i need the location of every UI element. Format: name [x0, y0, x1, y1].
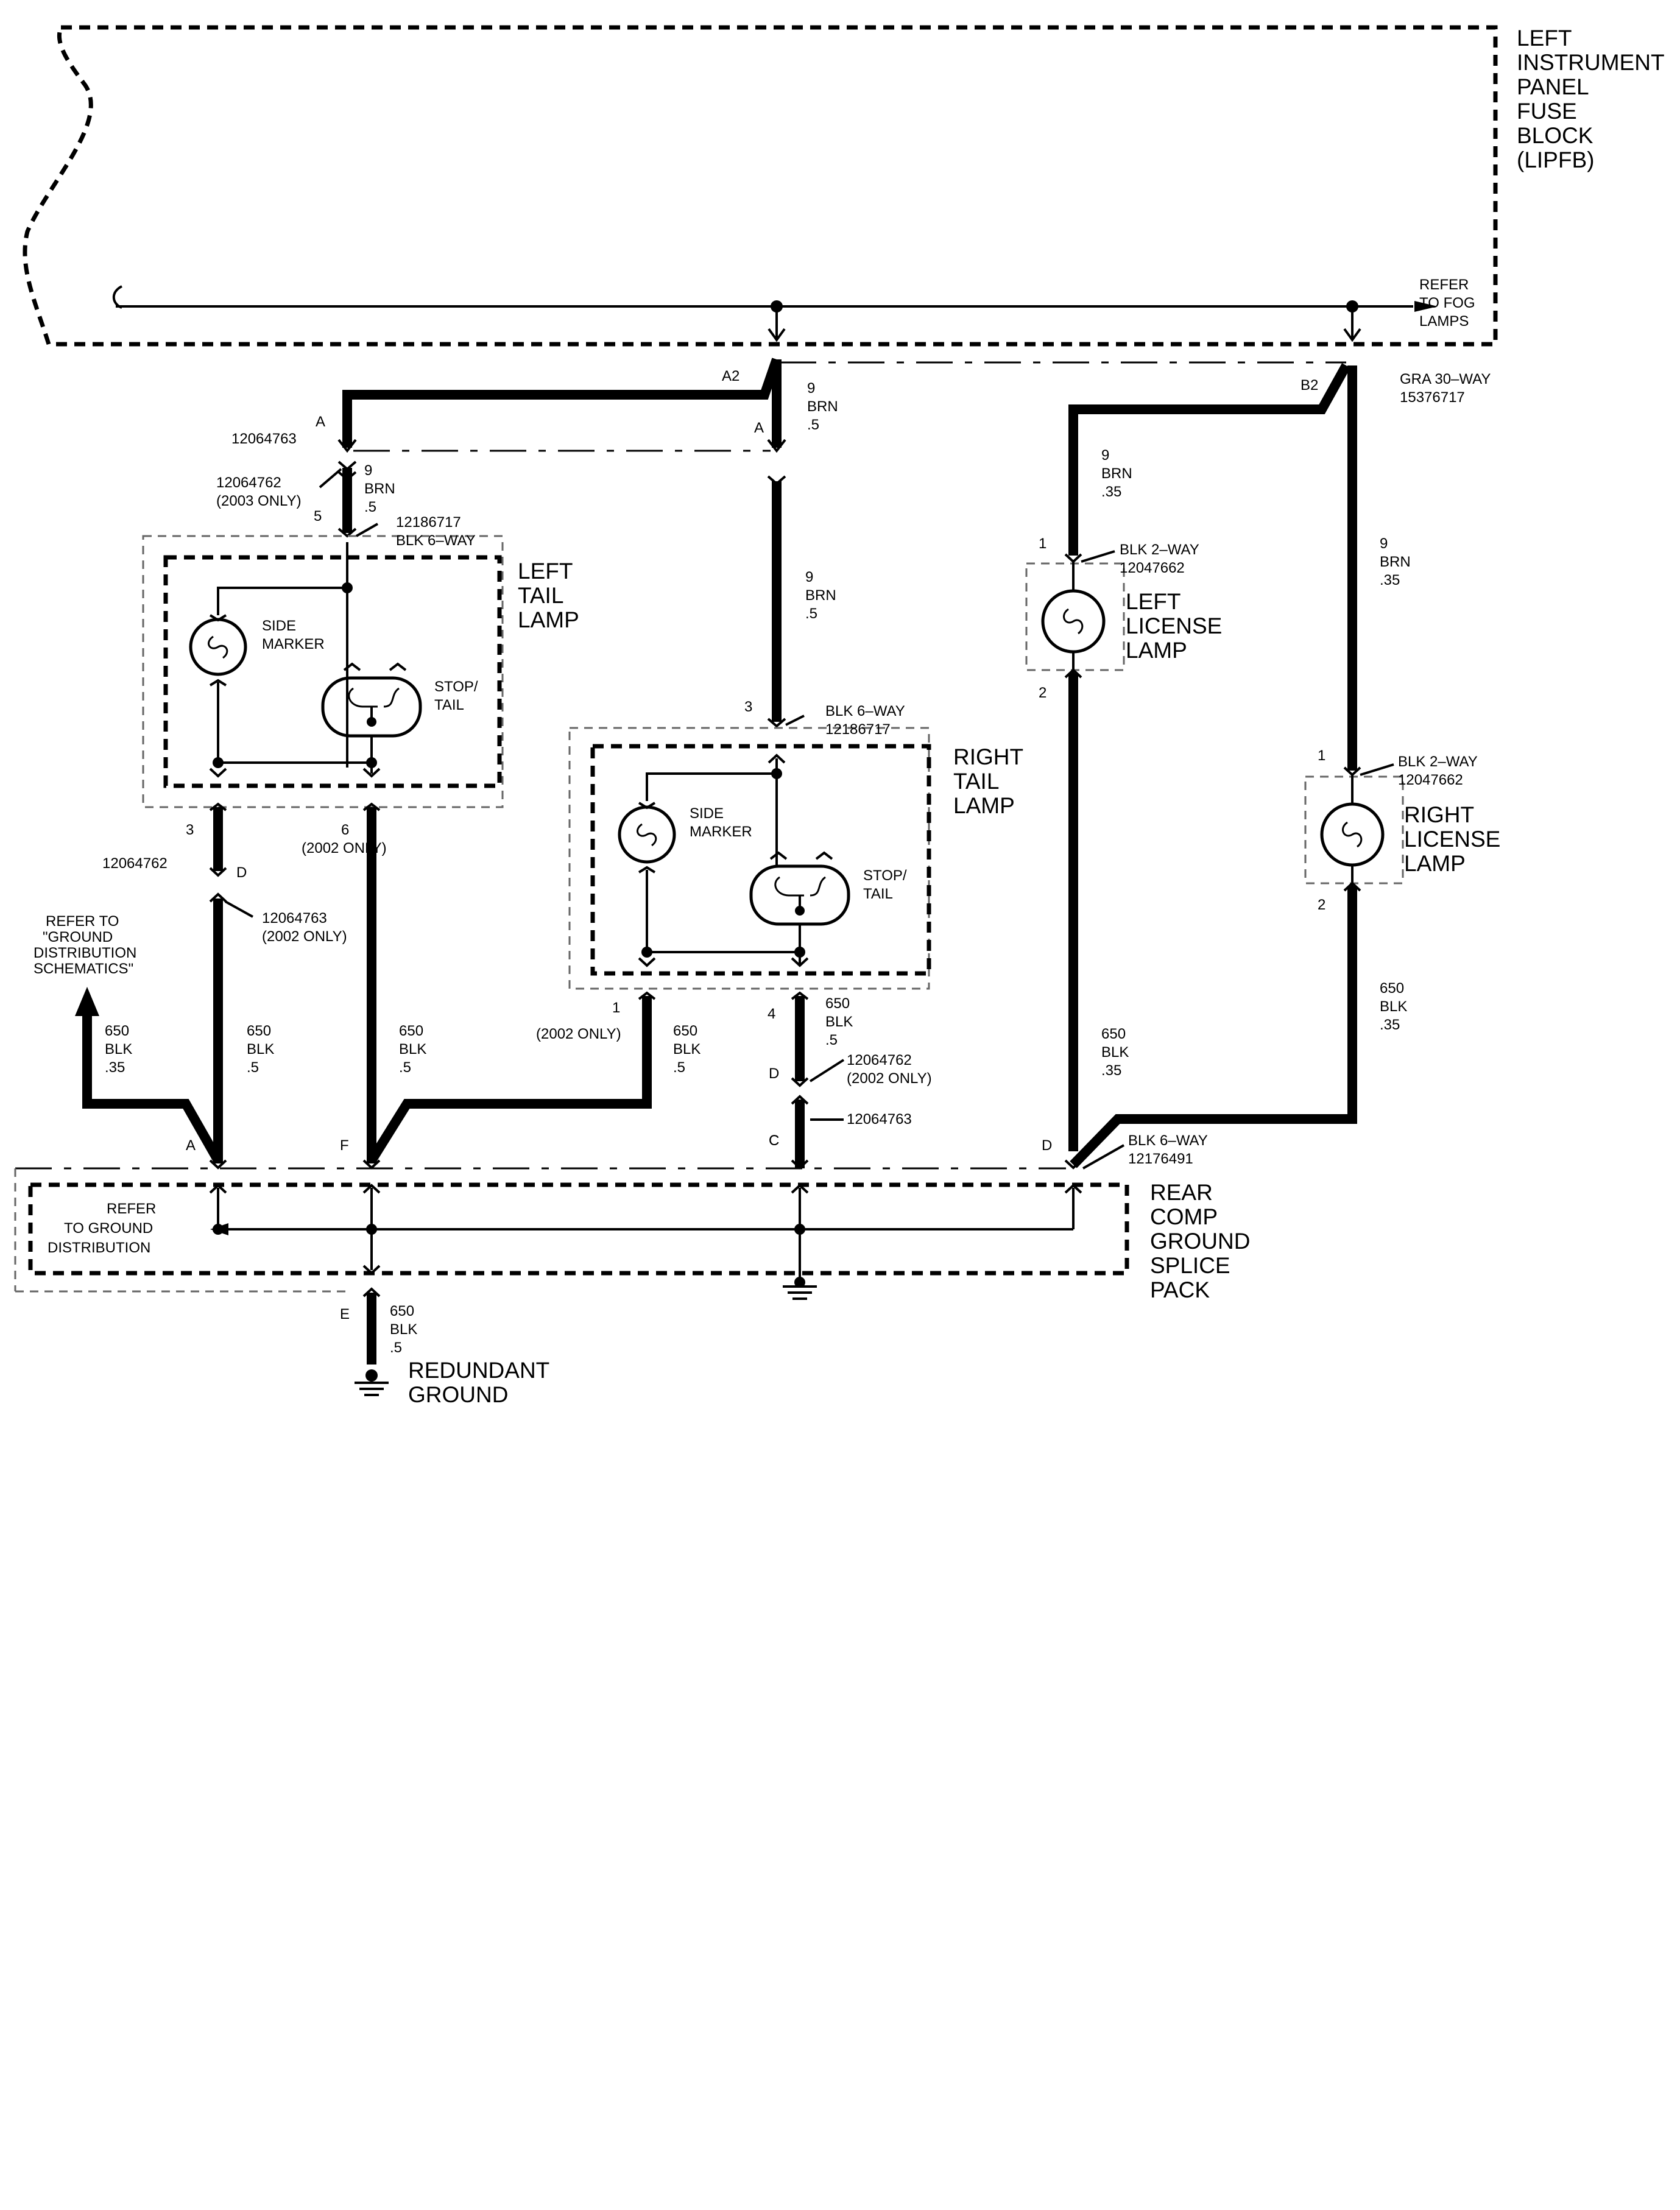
- right-license-pin-1: 1: [1318, 747, 1325, 764]
- left-license-pin-2: 2: [1039, 685, 1046, 701]
- pin-a-upper: A: [316, 414, 325, 430]
- left-tail-pin-d: D: [236, 864, 247, 881]
- part-12064762-2003: 12064762(2003 ONLY): [216, 475, 302, 509]
- pin-a2: A2: [722, 368, 739, 384]
- right-tail-pin-3: 3: [744, 699, 752, 715]
- left-tail-part-12064763: 12064763(2002 ONLY): [262, 910, 347, 945]
- splice-pin-c: C: [769, 1132, 779, 1149]
- left-tail-pin-6: 6: [341, 822, 349, 838]
- left-stop-tail-label: STOP/TAIL: [434, 679, 478, 713]
- right-tail-pin-c: C: [769, 1132, 779, 1149]
- right-tail-pin-4: 4: [768, 1006, 775, 1022]
- pin-b2: B2: [1301, 377, 1318, 394]
- left-tail-part-12064762: 12064762: [102, 855, 168, 872]
- right-tail-part-d: 12064762(2002 ONLY): [847, 1052, 932, 1087]
- right-license-pin-2: 2: [1318, 897, 1325, 913]
- splice-pin-f: F: [340, 1137, 349, 1154]
- left-tail-pin-3: 3: [186, 822, 194, 838]
- pin-a-right: A: [754, 420, 764, 436]
- splice-pin-d: D: [1042, 1137, 1052, 1154]
- part-12064763-upper: 12064763: [231, 431, 297, 447]
- right-tail-pin-1: 1: [612, 1000, 620, 1016]
- left-license-pin-1: 1: [1039, 535, 1046, 552]
- splice-pin-a: A: [186, 1137, 196, 1154]
- right-tail-part-c: 12064763: [847, 1111, 912, 1128]
- left-tail-pin-5: 5: [314, 508, 322, 524]
- right-stop-tail-label: STOP/TAIL: [863, 867, 907, 902]
- redundant-pin-e: E: [340, 1306, 350, 1322]
- fuse-block-outline: [23, 25, 1498, 347]
- right-tail-pin-d: D: [769, 1065, 779, 1082]
- right-tail-note-2002: (2002 ONLY): [536, 1026, 621, 1042]
